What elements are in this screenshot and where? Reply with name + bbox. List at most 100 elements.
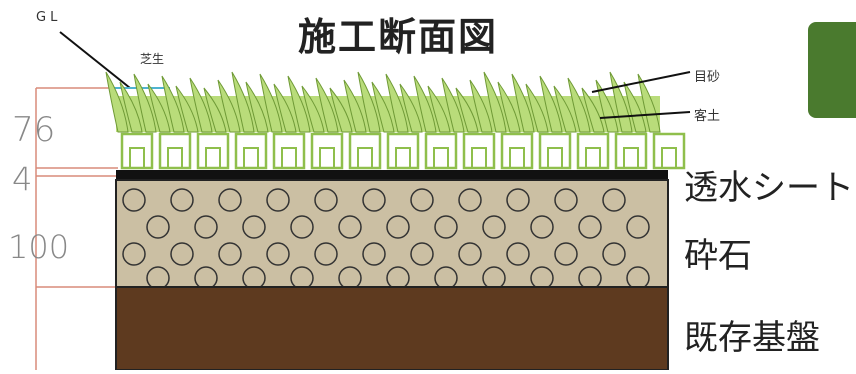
grass-blade: [175, 85, 199, 133]
dimension-76-label: 76: [12, 110, 56, 150]
gravel-stone: [578, 266, 602, 290]
gravel-stone: [290, 215, 314, 239]
gravel-stone: [554, 188, 578, 212]
grass-blade: [441, 77, 465, 133]
existing-base-layer: [115, 286, 669, 371]
gravel-stone: [170, 242, 194, 266]
existing-base-label: 既存基盤: [684, 318, 820, 358]
gravel-stone: [530, 266, 554, 290]
grass-blade: [427, 85, 451, 133]
soil-cell: [424, 132, 458, 170]
soil-cell-inner: [623, 147, 639, 168]
gravel-stone: [458, 242, 482, 266]
permeable-sheet-layer: [116, 170, 668, 180]
gravel-stone: [506, 188, 530, 212]
gravel-stone: [338, 266, 362, 290]
grass-blade: [539, 75, 563, 133]
gravel-stone: [218, 188, 242, 212]
gravel-stone: [314, 188, 338, 212]
gravel-stone: [194, 215, 218, 239]
top-dressing-sand-label: 目砂: [694, 70, 721, 85]
gravel-stone: [602, 188, 626, 212]
gravel-stone: [434, 266, 458, 290]
gravel-stone: [146, 215, 170, 239]
grass-blade: [497, 81, 521, 133]
gravel-stone: [242, 266, 266, 290]
soil-cell-inner: [167, 147, 183, 168]
soil-cell: [234, 132, 268, 170]
soil-cell: [614, 132, 648, 170]
soil-cell: [386, 132, 420, 170]
gravel-stone: [626, 266, 650, 290]
soil-cell-inner: [205, 147, 221, 168]
grass-blade: [287, 75, 311, 133]
crushed-stone-label: 砕石: [684, 236, 752, 276]
soil-cell: [652, 132, 686, 170]
turf-label: 芝生: [140, 52, 165, 66]
grass-blade: [329, 87, 353, 133]
grass-blade: [637, 73, 661, 133]
gravel-stone: [362, 188, 386, 212]
grass-blade: [119, 81, 143, 133]
grass-blade: [399, 83, 423, 133]
grass-blade: [343, 79, 367, 133]
gravel-stone: [290, 266, 314, 290]
soil-cell-inner: [585, 147, 601, 168]
grass-blade: [147, 83, 171, 133]
gravel-stone: [314, 242, 338, 266]
soil-cell: [538, 132, 572, 170]
gravel-stone: [362, 242, 386, 266]
soil-cell-inner: [661, 147, 677, 168]
grass-blade: [231, 71, 255, 133]
gravel-stone: [122, 242, 146, 266]
grass-blade: [315, 77, 339, 133]
mesuna-leader-line: [591, 71, 691, 93]
soil-cell-inner: [243, 147, 259, 168]
grass-blade: [483, 71, 507, 133]
imported-soil-label: 客土: [694, 109, 721, 124]
grass-blade: [189, 77, 213, 133]
grass-blade: [595, 79, 619, 133]
grass-blade: [623, 81, 647, 133]
soil-cell: [272, 132, 306, 170]
gravel-stone: [266, 242, 290, 266]
gravel-stone: [146, 266, 170, 290]
gl-leader-line: [59, 31, 131, 89]
grass-blade: [245, 81, 269, 133]
grass-blade: [133, 73, 157, 133]
soil-cell-inner: [547, 147, 563, 168]
grass-blade: [301, 85, 325, 133]
soil-cell-inner: [129, 147, 145, 168]
grass-blade: [385, 73, 409, 133]
grass-blade: [203, 87, 227, 133]
gravel-stone: [410, 242, 434, 266]
grass-blade: [357, 71, 381, 133]
gravel-stone: [386, 266, 410, 290]
grass-blade: [567, 77, 591, 133]
soil-cell-inner: [471, 147, 487, 168]
gravel-stone: [482, 215, 506, 239]
grass-blade: [525, 83, 549, 133]
gravel-stone: [170, 188, 194, 212]
grass-blade: [259, 73, 283, 133]
soil-cell-inner: [395, 147, 411, 168]
grass-blade: [105, 71, 129, 133]
gravel-stone: [194, 266, 218, 290]
gravel-stone: [578, 215, 602, 239]
grass-blade: [273, 83, 297, 133]
grass-blade: [413, 75, 437, 133]
gravel-stone: [530, 215, 554, 239]
grass-blade: [455, 87, 479, 133]
soil-cell-inner: [357, 147, 373, 168]
gravel-stone: [218, 242, 242, 266]
gravel-stone: [338, 215, 362, 239]
grass-blade: [581, 87, 605, 133]
soil-cell: [120, 132, 154, 170]
gravel-stone: [266, 188, 290, 212]
gravel-stone: [242, 215, 266, 239]
gravel-stone: [410, 188, 434, 212]
gravel-stone: [602, 242, 626, 266]
grass-blade: [511, 73, 535, 133]
gravel-stone: [434, 215, 458, 239]
